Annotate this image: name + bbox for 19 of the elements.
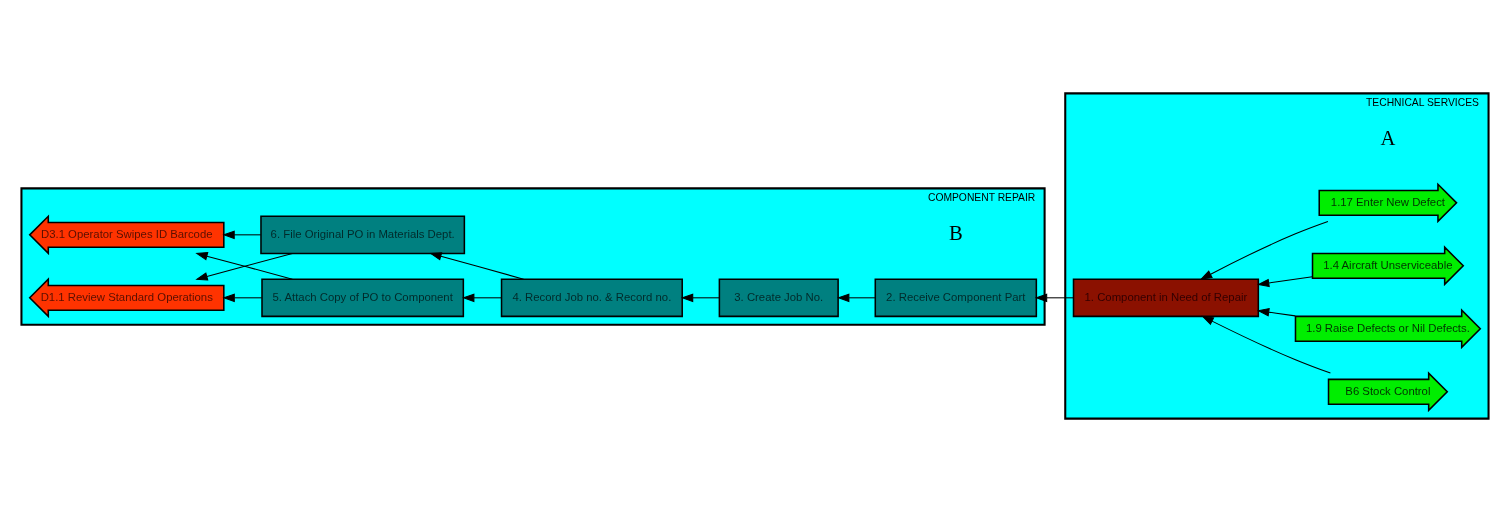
arrow	[1201, 315, 1331, 374]
node-box: 1. Component in Need of Repair	[1072, 278, 1260, 318]
arrow	[680, 293, 720, 303]
arrow	[222, 230, 262, 240]
node-box: 2. Receive Component Part	[874, 278, 1038, 318]
arrow	[222, 293, 263, 303]
node-box: 4. Record Job no. & Record no.	[500, 278, 683, 318]
label: A	[1380, 127, 1396, 150]
arrow	[1034, 293, 1074, 303]
arrow	[837, 293, 876, 303]
arrow	[462, 293, 502, 303]
label: B	[948, 222, 963, 244]
node-box: 6. File Original PO in Materials Dept.	[260, 215, 466, 255]
arrow	[429, 252, 525, 280]
arrow	[1199, 221, 1329, 280]
arrow	[1256, 307, 1296, 317]
node-box: 3. Create Job No.	[718, 278, 839, 318]
node-box: 5. Attach Copy of PO to Component	[261, 278, 465, 318]
arrow	[1256, 276, 1313, 288]
